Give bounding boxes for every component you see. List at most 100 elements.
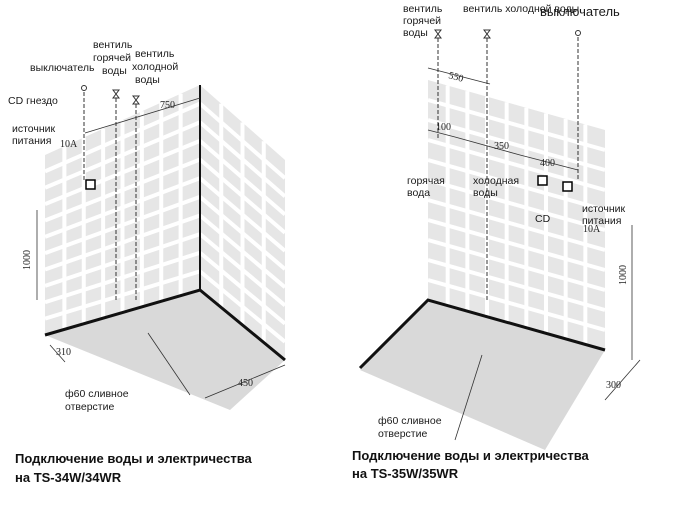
right-diagram: 550 100 350 400 1000 300 10A вентиль гор… [352,3,641,481]
right-power-label-2: питания [582,215,621,227]
right-power-label-1: источник [582,203,626,215]
right-back-wall-tiles [427,85,606,345]
right-cold-water-label-2: воды [473,187,498,199]
left-switch-symbol [81,85,87,91]
tile-grout-line [427,118,606,172]
tile-grout-line [44,194,201,256]
left-hot-valve-label-3: воды [102,65,127,77]
tile-grout-line [198,139,287,217]
left-hot-valve-label-1: вентиль [93,39,133,51]
tile-grout-line [427,238,606,292]
right-dim-depth: 300 [606,380,621,391]
tile-grout-line [427,198,606,252]
right-dim-550: 550 [447,70,464,85]
right-switch-label: выключатель [540,4,620,19]
tile-grout-line [44,232,201,288]
right-dim-100-line [427,129,456,138]
right-dim-height: 1000 [618,265,629,285]
left-floor [45,290,285,410]
tile-grout-line [198,213,287,289]
right-switch-symbol [575,30,581,36]
right-hot-valve-label-2: горячей [403,15,441,27]
right-cold-water-label-1: холодная [473,175,519,187]
left-drain-label-1: ф60 сливное [65,388,129,400]
right-cold-valve-label: вентиль холодной воды [463,3,579,15]
tile-grout-line [427,138,606,192]
right-floor [360,300,605,450]
left-back-wall-tiles [44,93,201,330]
left-caption-2: на TS-34W/34WR [15,470,122,485]
left-cold-valve-label-3: воды [135,74,160,86]
right-dim-350-line [454,136,521,156]
tile-grout-line [198,102,287,180]
left-diagram: 750 1000 310 450 10A выключатель вентиль… [8,39,287,485]
tile-grout-line [427,158,606,212]
tile-grout-line [198,120,287,198]
right-dim-depth-line [604,359,641,401]
tile-grout-line [427,258,606,312]
tile-grout-line [44,120,201,190]
left-cd-socket-box [85,179,96,190]
tile-grout-line [427,178,606,232]
left-drain-line [147,332,191,396]
right-dim-550-line [427,67,491,85]
left-switch-label: выключатель [30,62,95,74]
left-cold-valve-label-1: вентиль [135,48,175,60]
right-hot-water-label-1: горячая [407,175,445,187]
right-cd-label: CD [535,213,551,225]
left-side-wall-tiles [198,102,287,344]
right-fixtures [434,29,581,300]
left-caption-1: Подключение воды и электричества [15,451,253,466]
tile-grout-line [198,232,287,307]
left-dim-depth-line [49,344,66,363]
left-dim-depth: 310 [56,347,71,358]
tile-grout-line [44,157,201,223]
right-power-box [562,181,573,192]
tile-grout-line [198,251,287,326]
tile-grout-line [427,278,606,332]
right-hot-water-label-2: вода [407,187,430,199]
tile-grout-line [44,269,201,321]
left-cold-valve-label-2: холодной [132,61,178,73]
right-back-wall [428,80,605,350]
right-edge [358,298,606,370]
left-dimensions [36,97,286,399]
right-dimensions [427,67,641,441]
right-caption-2: на TS-35W/35WR [352,466,459,481]
tile-grout-line [427,98,606,152]
left-dim-top: 750 [160,100,175,111]
right-cd-box [537,175,548,186]
right-drain-label-1: ф60 сливное [378,415,442,427]
tile-grout-line [44,139,201,206]
left-dim-amp: 10A [60,139,78,150]
tile-grout-line [198,158,287,235]
left-drain-label-2: отверстие [65,401,114,413]
left-power-label-2: питания [12,135,51,147]
right-dim-400-line [519,154,579,171]
left-hot-valve-symbol [112,89,120,99]
right-caption-1: Подключение воды и электричества [352,448,590,463]
right-hot-valve-label-3: воды [403,27,428,39]
left-dim-height: 1000 [22,250,33,270]
left-dim-width: 450 [238,378,253,389]
tile-grout-line [198,176,287,253]
right-hot-valve-label-1: вентиль [403,3,443,15]
tile-grout-line [44,250,201,305]
left-dim-top-line [84,97,201,134]
right-drain-line [454,354,483,441]
tile-grout-line [198,269,287,344]
left-dim-width-line [204,364,286,399]
right-dim-amp: 10A [583,224,601,235]
right-cold-valve-symbol [483,29,491,39]
left-hot-valve-label-2: горячей [93,52,131,64]
tile-grout-line [44,101,201,174]
right-dim-100: 100 [436,122,451,133]
left-cd-socket-label: CD гнездо [8,95,58,107]
right-hot-valve-symbol [434,29,442,39]
right-drain-label-2: отверстие [378,428,427,440]
right-dim-350: 350 [494,141,509,152]
right-dim-400: 400 [540,158,555,169]
tile-grout-line [44,176,201,239]
left-power-label-1: источник [12,123,56,135]
